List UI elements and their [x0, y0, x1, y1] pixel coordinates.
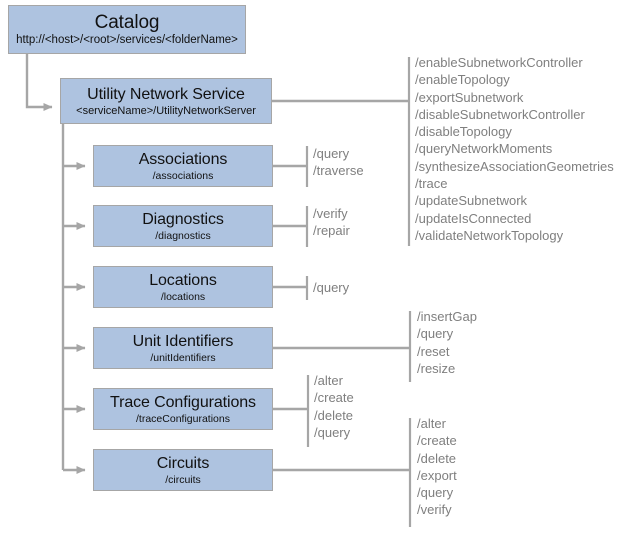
operation-item: /query: [313, 280, 350, 295]
node-locations-path: /locations: [160, 290, 206, 303]
operations-list-unit-identifiers: /insertGap/query/reset/resize: [417, 308, 477, 377]
node-trace-configurations-path: /traceConfigurations: [136, 412, 230, 425]
node-unit-identifiers-title: Unit Identifiers: [132, 332, 234, 350]
node-unit-identifiers[interactable]: Unit Identifiers /unitIdentifiers: [93, 327, 273, 369]
operations-list-trace-configurations: /alter/create/delete/query: [314, 372, 354, 441]
edge-catalog-to-service: [25, 54, 53, 111]
node-circuits-title: Circuits: [156, 454, 210, 472]
operation-item: /alter: [314, 373, 343, 388]
operation-item: /query: [417, 485, 454, 501]
node-circuits[interactable]: Circuits /circuits: [93, 449, 273, 491]
node-associations[interactable]: Associations /associations: [93, 145, 273, 187]
operation-item: /delete: [417, 450, 457, 466]
node-locations-title: Locations: [149, 271, 217, 289]
operation-item: /trace: [415, 176, 448, 192]
node-circuits-path: /circuits: [165, 473, 201, 486]
node-catalog-title: Catalog: [94, 12, 160, 33]
operations-list-locations: /query: [313, 279, 349, 296]
operation-item: /traverse: [313, 163, 364, 179]
operation-item: /resize: [417, 360, 456, 376]
operation-item: /query: [314, 424, 351, 440]
operation-item: /validateNetworkTopology: [415, 227, 564, 243]
node-associations-path: /associations: [152, 169, 214, 182]
operation-item: /alter: [417, 416, 446, 431]
node-service-path: <serviceName>/UtilityNetworkServer: [76, 104, 256, 117]
operation-item: /updateSubnetwork: [415, 193, 528, 209]
node-catalog-path: http://<host>/<root>/services/<folderNam…: [16, 34, 238, 46]
operation-item: /query: [417, 326, 454, 342]
operation-item: /query: [313, 146, 350, 161]
operation-item: /enableTopology: [415, 72, 510, 88]
operation-item: /disableTopology: [415, 124, 512, 140]
operation-item: /updateIsConnected: [415, 210, 532, 226]
node-diagnostics-title: Diagnostics: [142, 210, 224, 228]
operation-item: /reset: [417, 343, 450, 359]
node-utility-network-service[interactable]: Utility Network Service <serviceName>/Ut…: [60, 78, 272, 124]
operation-item: /create: [417, 433, 457, 449]
node-trace-configurations[interactable]: Trace Configurations /traceConfiguration…: [93, 388, 273, 430]
operations-list-diagnostics: /verify/repair: [313, 205, 350, 240]
operation-item: /delete: [314, 407, 354, 423]
operation-item: /exportSubnetwork: [415, 89, 524, 105]
node-diagnostics-path: /diagnostics: [155, 229, 211, 242]
operation-item: /create: [314, 390, 354, 406]
operation-item: /export: [417, 467, 457, 483]
node-trace-configurations-title: Trace Configurations: [110, 393, 256, 411]
operation-item: /repair: [313, 223, 350, 239]
operation-item: /enableSubnetworkController: [415, 55, 583, 70]
operations-list-service: /enableSubnetworkController/enableTopolo…: [415, 54, 614, 244]
node-service-title: Utility Network Service: [87, 85, 245, 103]
node-diagnostics[interactable]: Diagnostics /diagnostics: [93, 205, 273, 247]
node-associations-title: Associations: [138, 150, 228, 168]
operation-item: /verify: [313, 206, 348, 221]
operations-list-circuits: /alter/create/delete/export/query/verify: [417, 415, 457, 519]
operation-item: /queryNetworkMoments: [415, 141, 553, 157]
operation-item: /insertGap: [417, 309, 477, 324]
operations-list-associations: /query/traverse: [313, 145, 364, 180]
operation-item: /disableSubnetworkController: [415, 106, 585, 122]
node-locations[interactable]: Locations /locations: [93, 266, 273, 308]
operation-item: /synthesizeAssociationGeometries: [415, 158, 614, 174]
node-unit-identifiers-path: /unitIdentifiers: [150, 351, 216, 364]
node-catalog[interactable]: Catalog http://<host>/<root>/services/<f…: [8, 5, 246, 54]
operation-item: /verify: [417, 502, 452, 518]
